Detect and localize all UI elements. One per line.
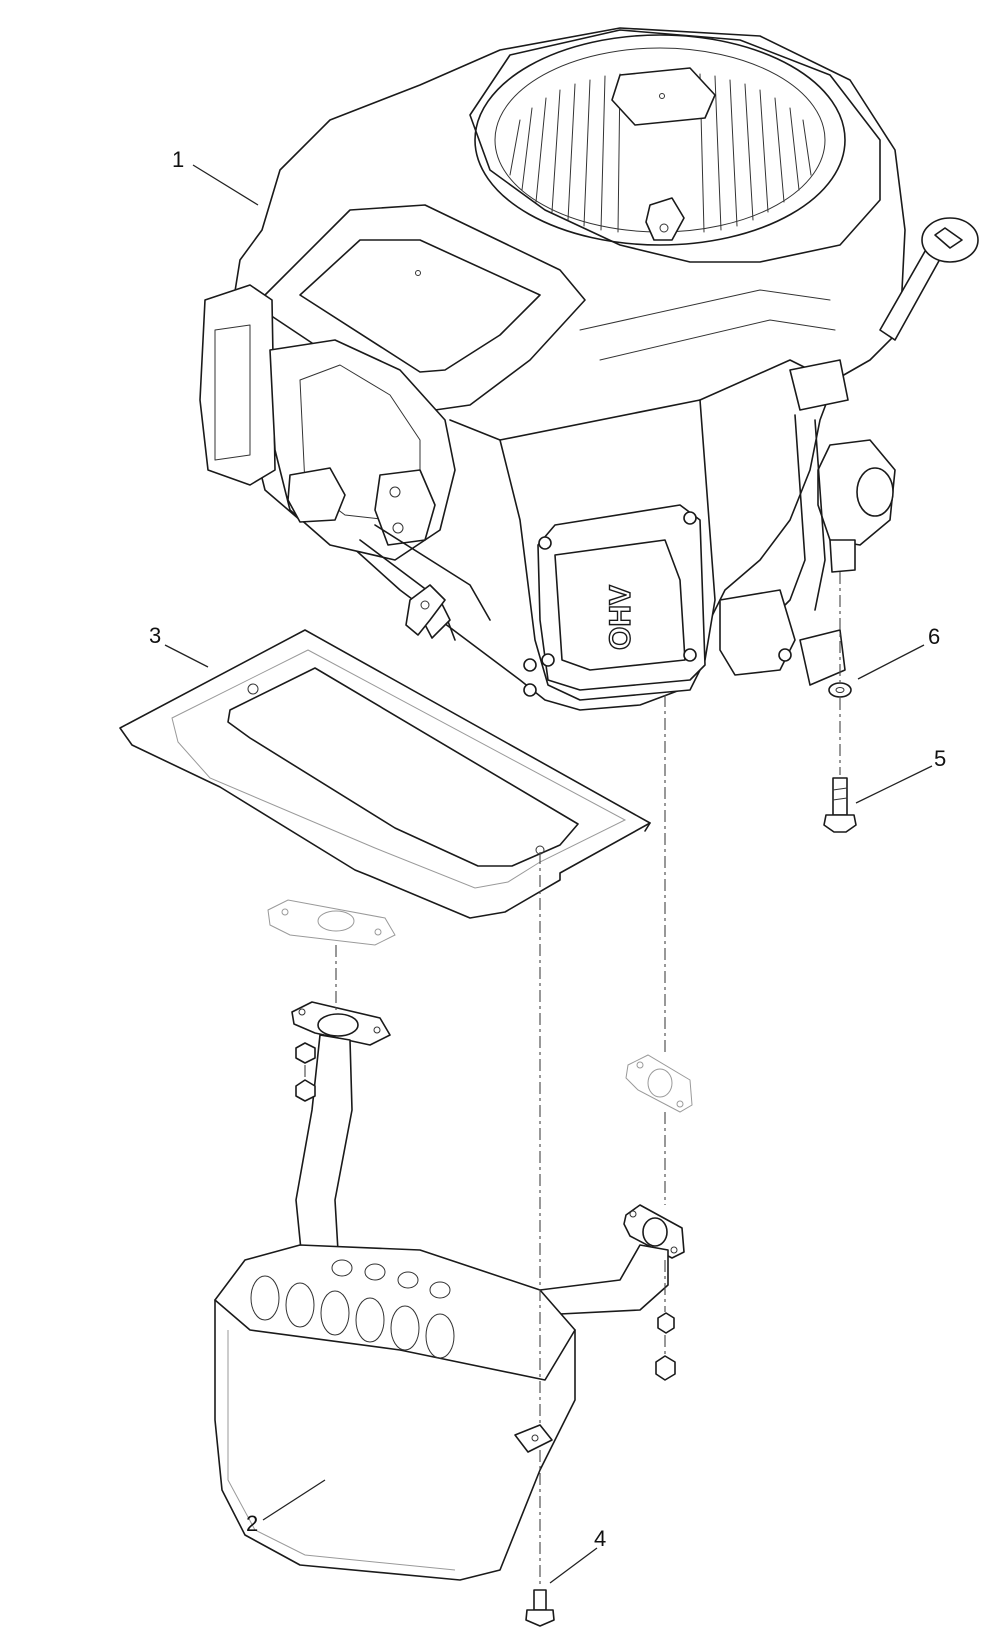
screw-part-4: [525, 1589, 555, 1627]
bolt-part-5: [823, 777, 857, 833]
heat-shield-plate: [119, 629, 651, 919]
assembly-lines: [304, 572, 841, 1588]
engine-assembly: OHV: [199, 27, 979, 711]
washer-part-6: [828, 682, 852, 698]
callout-3: 3: [149, 623, 161, 648]
callout-4: 4: [594, 1526, 606, 1551]
muffler-assembly: [214, 1001, 685, 1581]
callout-2: 2: [246, 1511, 258, 1536]
callout-6: 6: [928, 624, 940, 649]
callout-1: 1: [172, 147, 184, 172]
gasket-left: [267, 899, 396, 946]
callout-5: 5: [934, 746, 946, 771]
leader-lines: [164, 164, 933, 1584]
engine-ohv-label: OHV: [604, 585, 637, 650]
gasket-right: [625, 1054, 693, 1113]
